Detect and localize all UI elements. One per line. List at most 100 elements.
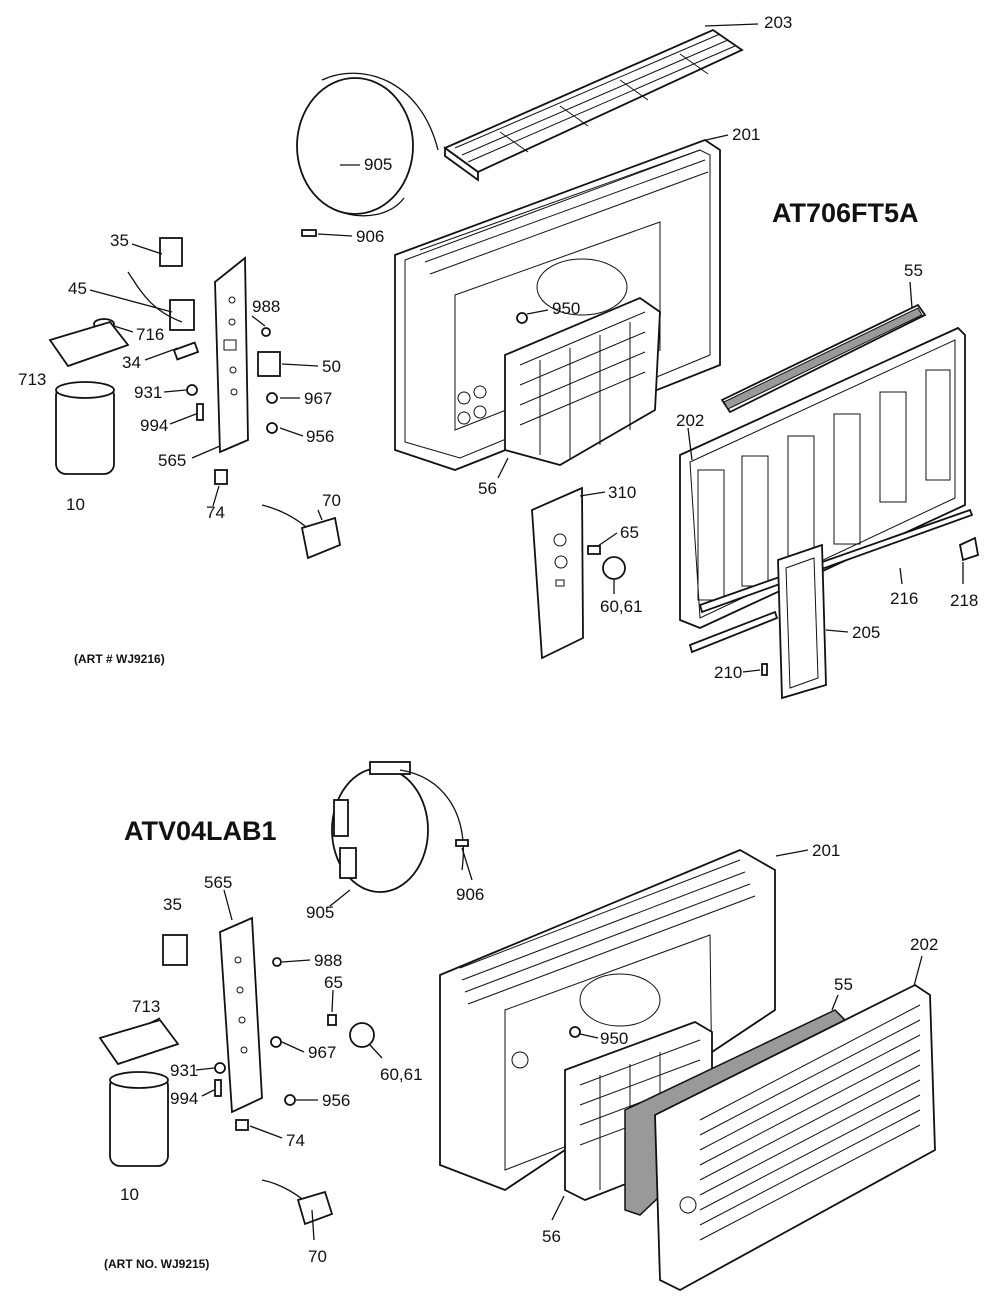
part-cord-70 (261, 504, 342, 560)
callout-labels: 905 906 201 565 35 988 65 713 967 60,61 … (120, 841, 938, 1266)
model-title: ATV04LAB1 (124, 816, 277, 846)
callout-label: 994 (140, 416, 168, 435)
callout-label: 218 (950, 591, 978, 610)
callout-label: 70 (308, 1247, 327, 1266)
part-screw-967 (270, 1036, 282, 1048)
art-reference: (ART NO. WJ9215) (104, 1257, 209, 1271)
callout-label: 967 (304, 389, 332, 408)
callout-label: 310 (608, 483, 636, 502)
callout-label: 950 (552, 299, 580, 318)
callout-label: 931 (134, 383, 162, 402)
part-thermostat-45 (169, 299, 195, 331)
part-switch-50 (257, 351, 281, 377)
callout-label: 931 (170, 1061, 198, 1080)
part-screw-956 (284, 1094, 296, 1106)
callout-label: 205 (852, 623, 880, 642)
part-screw-967 (266, 392, 278, 404)
art-reference: (ART # WJ9216) (74, 652, 165, 666)
callout-leaders (89, 23, 964, 673)
callout-label: 60,61 (600, 597, 643, 616)
part-clip-906 (301, 229, 317, 237)
diagram-atv04lab1: ATV04LAB1 (ART NO. WJ9215) (98, 761, 938, 1292)
part-clip-906 (455, 839, 469, 847)
part-capacitor-10 (109, 1071, 169, 1167)
callout-label: 565 (204, 873, 232, 892)
part-knob-60-61 (602, 556, 626, 580)
callout-label: 201 (812, 841, 840, 860)
part-cabinet-201 (439, 848, 776, 1192)
callout-label: 905 (364, 155, 392, 174)
callout-label: 55 (834, 975, 853, 994)
part-shroud-905 (296, 72, 439, 217)
part-screw-994 (214, 1079, 222, 1097)
callout-label: 10 (120, 1185, 139, 1204)
part-knob-60-61 (349, 1022, 375, 1048)
part-filter-55 (720, 303, 927, 414)
callout-label: 716 (136, 325, 164, 344)
callout-label: 713 (18, 370, 46, 389)
callout-label: 906 (356, 227, 384, 246)
callout-label: 988 (252, 297, 280, 316)
part-shaft-65 (587, 545, 601, 555)
part-grille-56 (504, 296, 661, 466)
part-lower-strip (688, 610, 779, 654)
part-bracket-565 (219, 916, 263, 1114)
callout-label: 565 (158, 451, 186, 470)
callout-label: 35 (110, 231, 129, 250)
part-strip-216 (698, 508, 974, 614)
callout-label: 35 (163, 895, 182, 914)
part-capacitor-34 (172, 341, 200, 361)
callout-label: 60,61 (380, 1065, 423, 1084)
part-bracket-565 (214, 256, 249, 454)
model-title: AT706FT5A (772, 198, 919, 228)
part-shroud-905 (331, 761, 464, 893)
part-screw-988 (261, 327, 271, 337)
callout-label: 994 (170, 1089, 198, 1108)
callout-leaders (147, 847, 923, 1241)
callout-labels: 203 201 905 906 35 45 716 713 34 988 50 … (18, 13, 978, 682)
diagram-at706ft5a: AT706FT5A (ART # WJ9216) (18, 13, 980, 700)
callout-label: 210 (714, 663, 742, 682)
part-grille-203 (443, 28, 744, 182)
callout-label: 713 (132, 997, 160, 1016)
part-shaft-65 (327, 1014, 337, 1026)
part-clip-74 (235, 1119, 249, 1131)
callout-label: 956 (322, 1091, 350, 1110)
callout-label: 56 (542, 1227, 561, 1246)
part-210 (761, 663, 768, 676)
callout-label: 74 (286, 1131, 305, 1150)
part-clip-74 (214, 469, 228, 485)
part-screw-988 (272, 957, 282, 967)
callout-label: 45 (68, 279, 87, 298)
part-switch-35 (162, 934, 188, 966)
callout-label: 34 (122, 353, 141, 372)
part-nut-931 (186, 384, 198, 396)
callout-label: 56 (478, 479, 497, 498)
part-screw-950 (516, 312, 528, 324)
part-bracket-713 (48, 320, 130, 368)
callout-label: 906 (456, 885, 484, 904)
part-screw-950 (569, 1026, 581, 1038)
callout-label: 65 (620, 523, 639, 542)
callout-label: 74 (206, 503, 225, 522)
callout-label: 988 (314, 951, 342, 970)
part-filter-door-205 (777, 543, 827, 700)
callout-label: 216 (890, 589, 918, 608)
part-screw-956 (266, 422, 278, 434)
part-front-panel-202 (654, 983, 936, 1292)
callout-label: 50 (322, 357, 341, 376)
callout-label: 956 (306, 427, 334, 446)
callout-label: 950 (600, 1029, 628, 1048)
part-capacitor-10 (55, 381, 115, 475)
part-cord-70 (261, 1179, 334, 1226)
callout-label: 70 (322, 491, 341, 510)
callout-label: 905 (306, 903, 334, 922)
callout-label: 201 (732, 125, 760, 144)
part-front-panel-202 (679, 326, 966, 629)
part-bracket-713 (98, 1018, 180, 1066)
callout-label: 967 (308, 1043, 336, 1062)
part-nut-931 (214, 1062, 226, 1074)
callout-label: 202 (910, 935, 938, 954)
callout-label: 55 (904, 261, 923, 280)
